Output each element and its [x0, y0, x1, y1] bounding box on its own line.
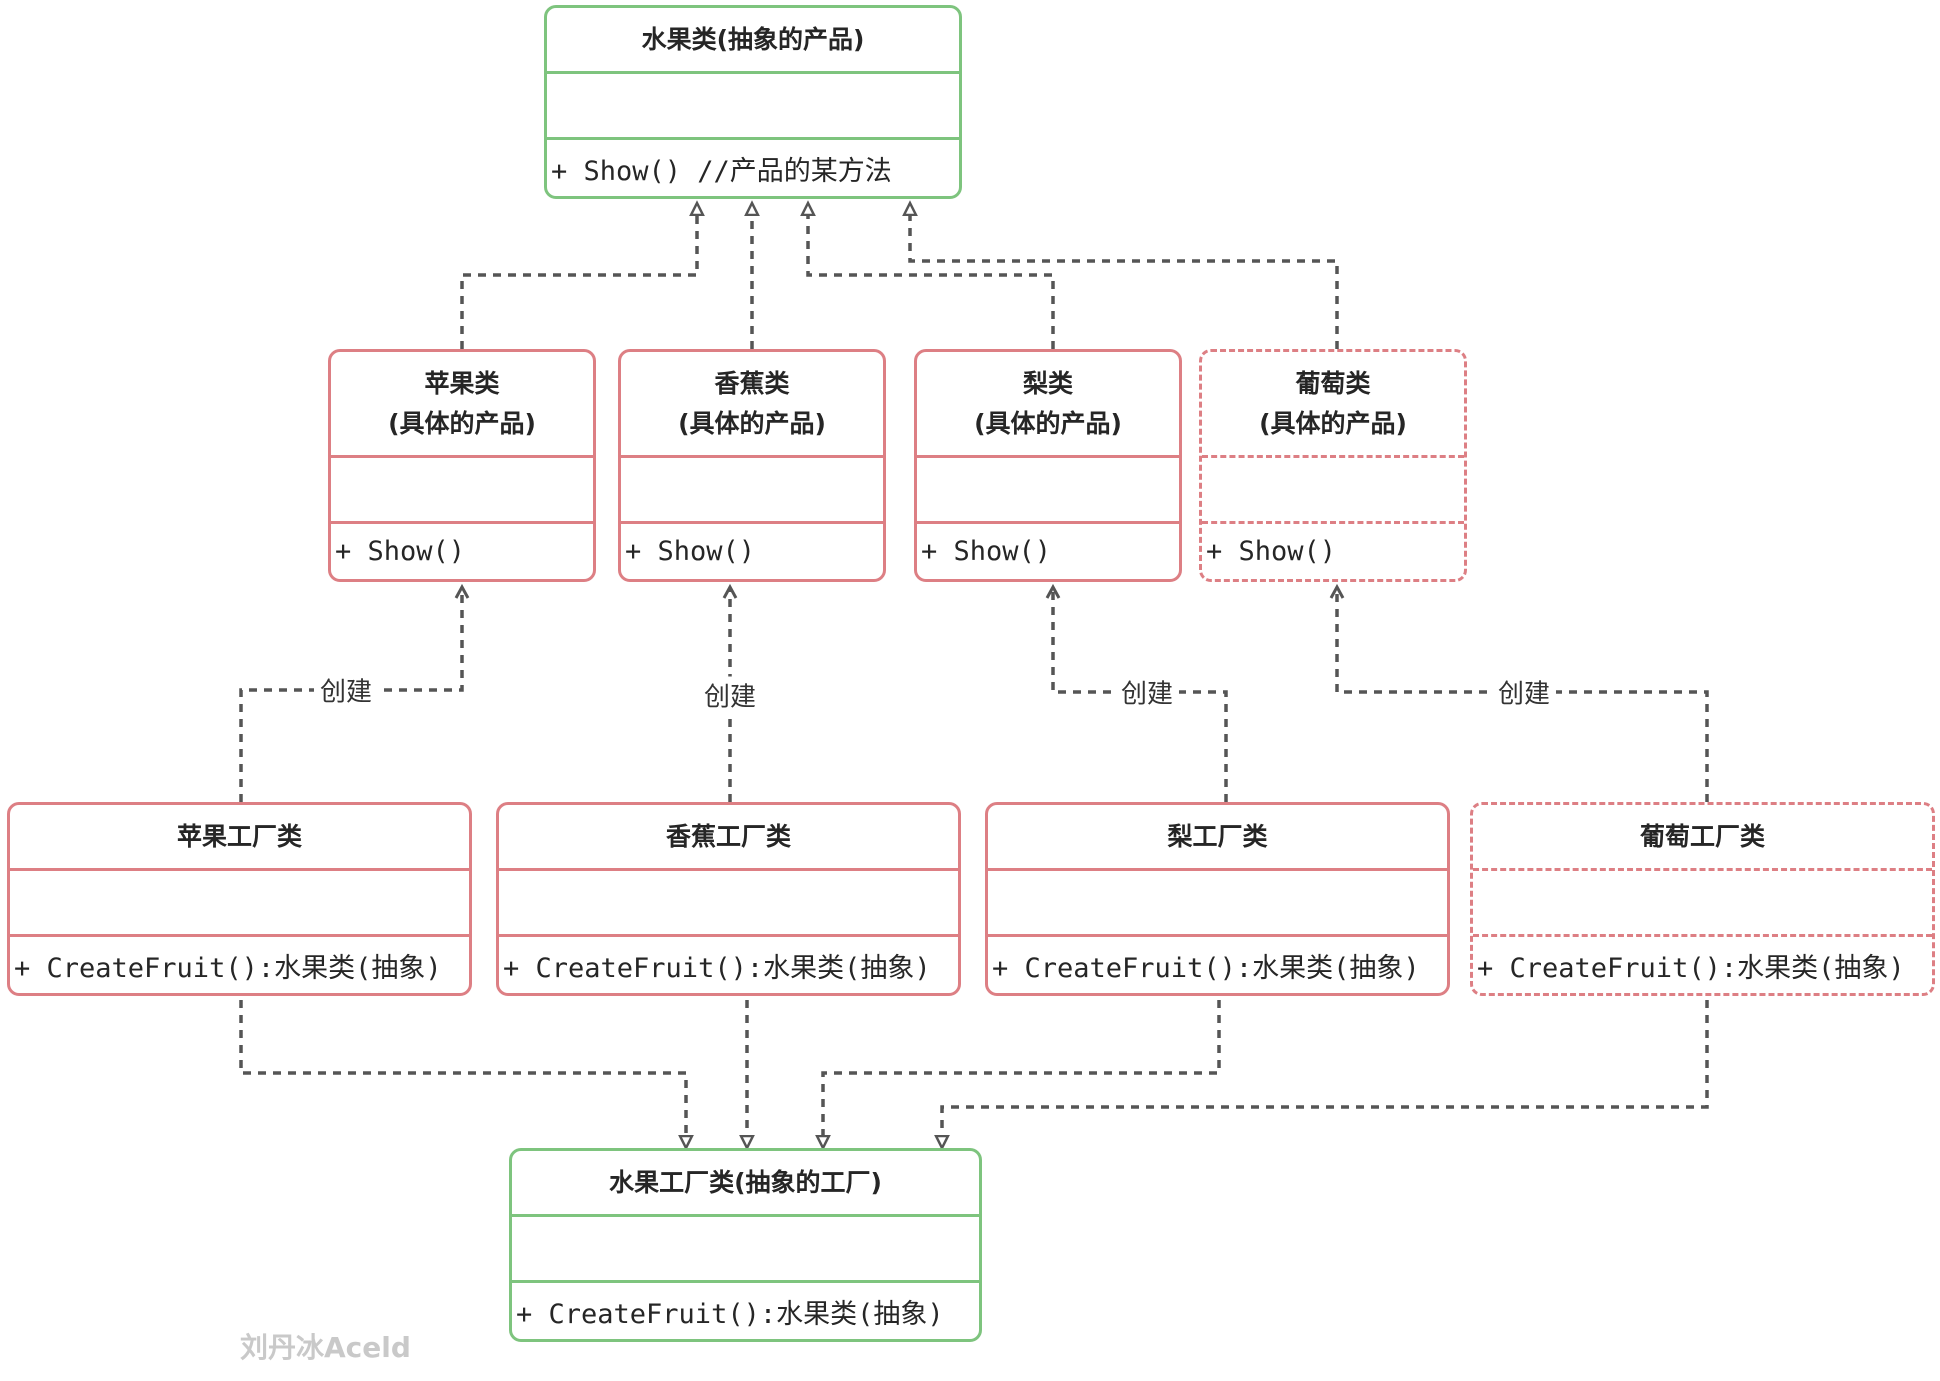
attributes-section	[917, 455, 1179, 521]
realization-pear	[808, 204, 1055, 349]
class-method: + CreateFruit():水果类(抽象)	[10, 934, 469, 993]
class-name: 梨类 (具体的产品)	[974, 368, 1122, 438]
realization-grape	[910, 204, 1339, 349]
realization-apple	[460, 204, 697, 349]
create-label-banana: 创建	[697, 676, 763, 714]
class-method: + CreateFruit():水果类(抽象)	[499, 934, 958, 993]
attributes-section	[547, 71, 959, 137]
watermark: 刘丹冰Aceld	[240, 1331, 411, 1364]
class-grape-factory[interactable]: 葡萄工厂类 + CreateFruit():水果类(抽象)	[1470, 802, 1935, 996]
create-label-apple: 创建	[313, 671, 379, 709]
class-name: 葡萄工厂类	[1639, 821, 1765, 851]
class-grape[interactable]: 葡萄类 (具体的产品) + Show()	[1199, 349, 1467, 582]
class-name: 葡萄类 (具体的产品)	[1259, 368, 1407, 438]
class-pear-factory[interactable]: 梨工厂类 + CreateFruit():水果类(抽象)	[985, 802, 1450, 996]
class-apple[interactable]: 苹果类 (具体的产品) + Show()	[328, 349, 596, 582]
attributes-section	[621, 455, 883, 521]
class-method: + Show()	[621, 521, 883, 579]
create-grape	[1337, 588, 1709, 802]
realization-pear-factory	[823, 1000, 1221, 1147]
class-method: + Show()	[917, 521, 1179, 579]
class-apple-factory[interactable]: 苹果工厂类 + CreateFruit():水果类(抽象)	[7, 802, 472, 996]
class-pear[interactable]: 梨类 (具体的产品) + Show()	[914, 349, 1182, 582]
class-method: + CreateFruit():水果类(抽象)	[1473, 934, 1932, 993]
attributes-section	[512, 1214, 979, 1280]
class-banana-factory[interactable]: 香蕉工厂类 + CreateFruit():水果类(抽象)	[496, 802, 961, 996]
class-name: 苹果类 (具体的产品)	[388, 368, 536, 438]
realization-apple-factory	[239, 1000, 686, 1147]
class-method: + Show()	[331, 521, 593, 579]
class-name: 水果类(抽象的产品)	[641, 24, 865, 54]
attributes-section	[988, 868, 1447, 934]
attributes-section	[499, 868, 958, 934]
class-name: 苹果工厂类	[176, 821, 302, 851]
class-method: + CreateFruit():水果类(抽象)	[988, 934, 1447, 993]
attributes-section	[10, 868, 469, 934]
class-name: 香蕉工厂类	[665, 821, 791, 851]
class-method: + Show() //产品的某方法	[547, 137, 959, 196]
class-fruit-abstract[interactable]: 水果类(抽象的产品) + Show() //产品的某方法	[544, 5, 962, 199]
attributes-section	[1202, 455, 1464, 521]
class-method: + Show()	[1202, 521, 1464, 579]
class-name: 香蕉类 (具体的产品)	[678, 368, 826, 438]
class-banana[interactable]: 香蕉类 (具体的产品) + Show()	[618, 349, 886, 582]
class-factory-abstract[interactable]: 水果工厂类(抽象的工厂) + CreateFruit():水果类(抽象)	[509, 1148, 982, 1342]
class-name: 水果工厂类(抽象的工厂)	[609, 1167, 882, 1197]
class-method: + CreateFruit():水果类(抽象)	[512, 1280, 979, 1339]
attributes-section	[331, 455, 593, 521]
class-name: 梨工厂类	[1167, 821, 1268, 851]
create-label-pear: 创建	[1114, 673, 1180, 711]
attributes-section	[1473, 868, 1932, 934]
create-label-grape: 创建	[1491, 673, 1557, 711]
realization-grape-factory	[942, 1000, 1709, 1147]
